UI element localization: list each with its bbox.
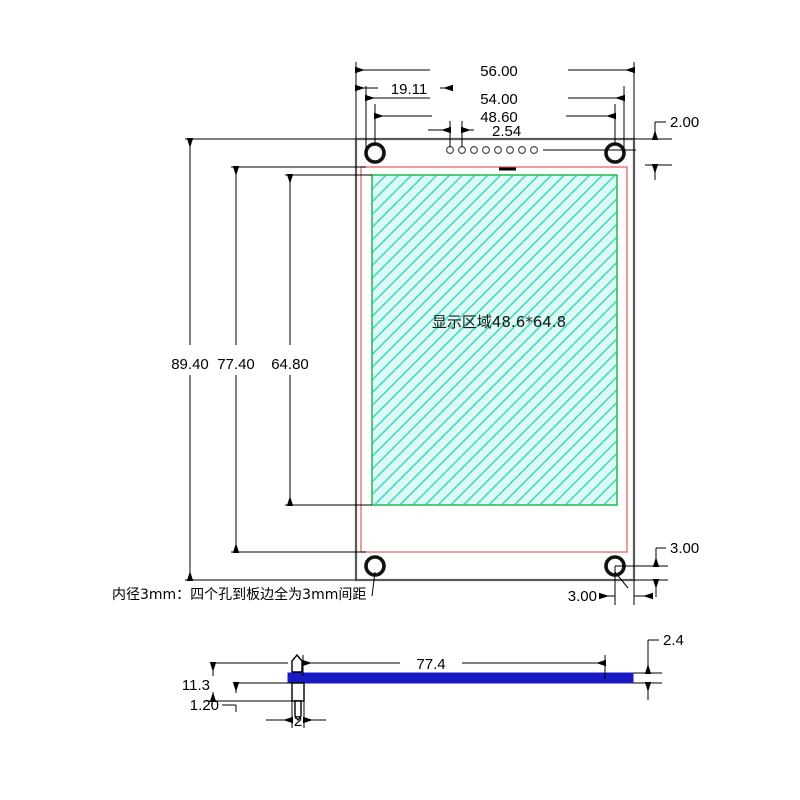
display-area-label: 显示区域48.6*64.8 — [432, 313, 566, 331]
top-view-board: 显示区域48.6*64.8 — [354, 137, 636, 582]
dim-label-display-height: 64.80 — [271, 356, 309, 373]
dim-label-board-thickness: 2.4 — [663, 632, 684, 649]
dim-label-pcb-width: 54.00 — [480, 91, 518, 108]
side-view-pin-tail — [294, 700, 302, 722]
horizontal-dimension-group: 56.00 19.11 54.00 48.60 2.54 — [355, 62, 635, 150]
dim-label-bottom-right-vertical: 3.00 — [670, 540, 699, 557]
dim-label-pin-base-height: 1.20 — [190, 697, 219, 714]
dim-label-pin-width: 2 — [294, 713, 302, 730]
mounting-hole-top-right — [604, 142, 626, 164]
pcb-outline — [360, 166, 628, 553]
side-view-connector-body — [291, 682, 305, 702]
display-active-area — [371, 174, 618, 506]
note-leader-right — [614, 571, 629, 589]
note-group: 内径3mm：四个孔到板边全为3mm间距 — [112, 571, 629, 603]
vertical-dimension-group: 89.40 77.40 64.80 — [171, 138, 372, 581]
note-leader-left — [371, 571, 376, 597]
dim-label-display-width: 48.60 — [480, 109, 518, 126]
dim-label-connector-height: 11.3 — [182, 677, 210, 694]
dim-label-overall-height: 89.40 — [171, 356, 209, 373]
dim-label-pin-pitch: 2.54 — [492, 123, 521, 140]
mounting-hole-top-left — [364, 142, 386, 164]
dim-label-pin-offset: 19.11 — [391, 81, 427, 98]
side-view: 77.4 2.4 11.3 1.20 2 — [182, 632, 684, 730]
edge-dimension-group: 2.00 3.00 3.00 — [568, 114, 699, 605]
hole-spacing-note: 内径3mm：四个孔到板边全为3mm间距 — [112, 586, 366, 603]
dim-label-side-length: 77.4 — [416, 656, 445, 673]
dim-label-pcb-height: 77.40 — [217, 356, 255, 373]
pin-header-holes — [446, 146, 538, 155]
dim-label-top-right-edge: 2.00 — [670, 114, 699, 131]
side-view-pcb — [287, 672, 634, 684]
board-outline — [354, 137, 636, 582]
dim-label-overall-width: 56.00 — [480, 63, 518, 80]
dim-label-bottom-right-horizontal: 3.00 — [568, 588, 597, 605]
side-view-connector-tip — [291, 653, 303, 673]
